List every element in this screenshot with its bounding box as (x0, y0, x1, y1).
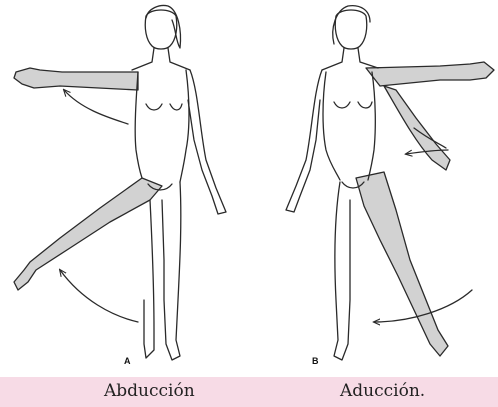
panel-label-b: B (312, 356, 319, 366)
abducted-leg-shaded (14, 178, 162, 290)
panel-label-a: A (124, 356, 131, 366)
caption-adduction: Aducción. (340, 381, 425, 401)
abduction-adduction-figure: A B (0, 0, 498, 374)
leg-abduction-arrow (60, 270, 138, 322)
panel-a-figure (14, 6, 226, 361)
abducted-arm-shaded (14, 68, 138, 90)
caption-abduction: Abducción (104, 381, 195, 401)
panel-b-figure (286, 6, 494, 360)
caption-band: Abducción Aducción. (0, 377, 498, 407)
arm-abduction-arrow (64, 90, 128, 124)
adducted-arm-lower-shaded (384, 86, 450, 170)
adducted-leg-shaded (356, 172, 448, 356)
adducted-arm-shaded (366, 62, 494, 86)
